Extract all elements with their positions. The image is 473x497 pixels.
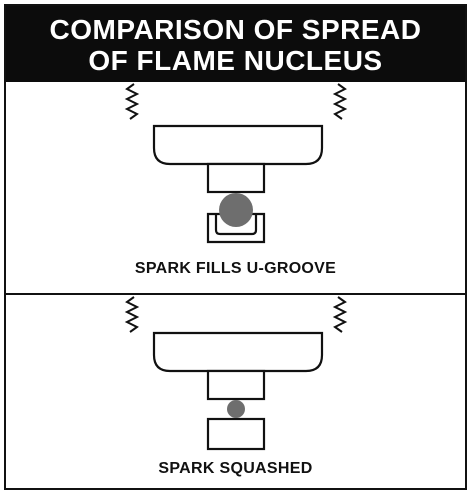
title-line-1: COMPARISON OF SPREAD [49, 14, 422, 45]
caption-squashed: SPARK SQUASHED [158, 460, 313, 477]
caption-u-groove: SPARK FILLS U-GROOVE [134, 260, 337, 277]
thread-right [332, 296, 348, 333]
center-electrode [206, 369, 266, 401]
thread-right [332, 83, 348, 120]
figure-title: COMPARISON OF SPREAD OF FLAME NUCLEUS [6, 6, 465, 82]
plug-shell [152, 331, 324, 373]
spark-large [219, 193, 253, 227]
center-electrode [206, 162, 266, 194]
plug-shell [152, 124, 324, 166]
comparison-figure: COMPARISON OF SPREAD OF FLAME NUCLEUS SP… [4, 4, 467, 490]
panel-squashed-diagram [124, 296, 348, 451]
ground-electrode-flat [206, 417, 266, 451]
thread-left [124, 83, 140, 120]
title-line-2: OF FLAME NUCLEUS [88, 45, 383, 76]
panel-divider [6, 293, 465, 295]
thread-left [124, 296, 140, 333]
spark-small [227, 400, 245, 418]
panel-u-groove-diagram [124, 83, 348, 244]
